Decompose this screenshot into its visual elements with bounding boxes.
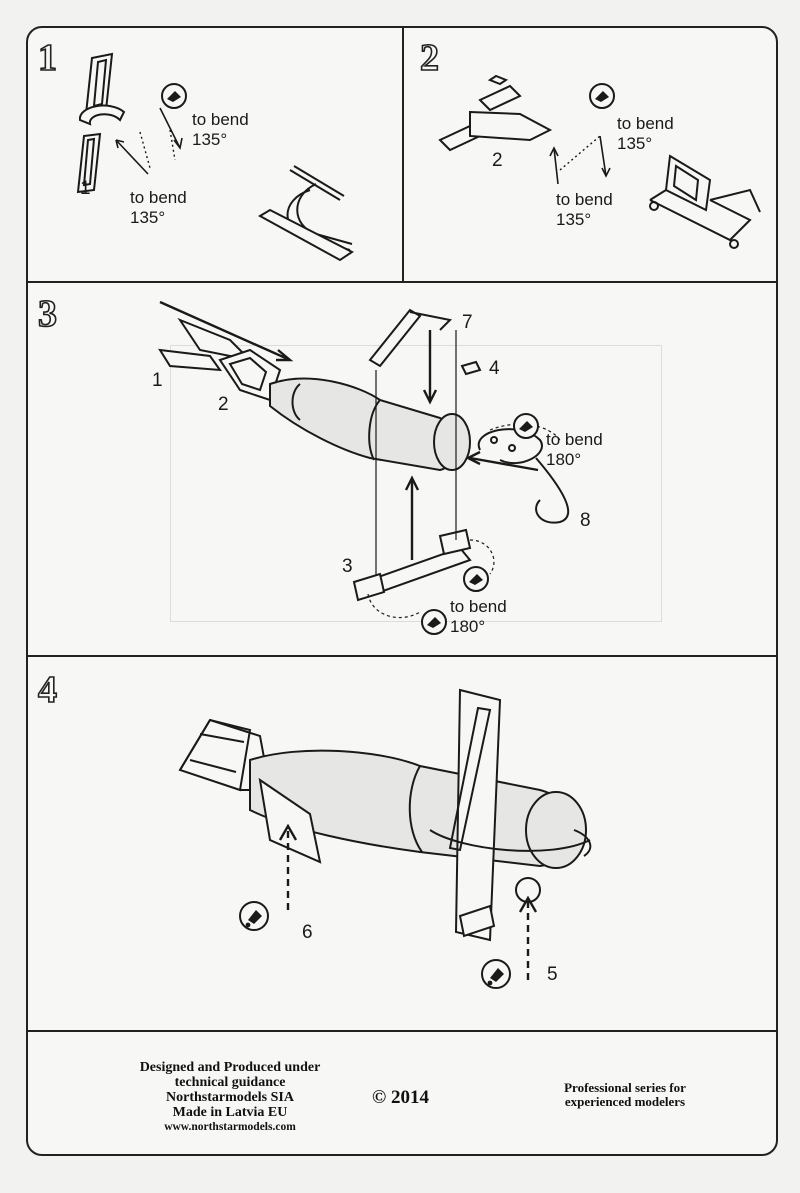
designed-line-4: Made in Latvia EU [172,1105,288,1120]
part-label-2: 2 [218,394,229,415]
step-number-4: 4 [37,668,58,712]
divider-1 [26,281,778,283]
divider-2 [26,655,778,657]
step-3-illustration [158,300,570,619]
divider-vertical [402,26,404,281]
step-number-1: 1 [37,36,58,80]
professional-line-2: experienced modelers [564,1094,686,1109]
bend-icon [513,413,539,439]
part-label-1: 1 [80,178,91,199]
bleed-through-ghost [170,345,662,622]
bend-label-180-lower: to bend 180° [450,597,507,636]
bend-label-135-top: to bend 135° [192,110,249,149]
website-link[interactable]: www.northstarmodels.com [164,1121,296,1133]
step-1-illustration [76,52,354,262]
part-label-5: 5 [547,964,558,985]
designed-line-3: Northstarmodels SIA [166,1090,294,1105]
glue-icon [239,901,269,931]
bend-label-135-right: to bend 135° [617,114,674,153]
bend-icon [463,566,489,592]
step-number-2: 2 [419,36,440,80]
divider-3 [26,1030,778,1032]
bend-label-180-upper: to bend 180° [546,430,603,469]
bend-label-135-bottom-2: to bend 135° [556,190,613,229]
part-label-3: 3 [342,556,353,577]
bend-icon [589,83,615,109]
designed-line-1: Designed and Produced under [139,1060,321,1075]
glue-icon [481,959,511,989]
bend-icon [161,83,187,109]
bend-icon [421,609,447,635]
professional-line-1: Professional series for [564,1080,686,1095]
part-label-2: 2 [492,150,503,171]
part-label-7: 7 [462,312,473,333]
step-number-3: 3 [37,292,58,336]
step-2-illustration [438,74,761,249]
part-label-6: 6 [302,922,313,943]
designed-by-block: Designed and Produced under technical gu… [40,1060,420,1135]
bend-label-135-bottom: to bend 135° [130,188,187,227]
part-label-4: 4 [489,358,500,379]
step-4-illustration [178,688,592,980]
copyright: © 2014 [372,1087,429,1108]
designed-line-2: technical guidance [174,1075,286,1090]
part-label-8: 8 [580,510,591,531]
part-label-1: 1 [152,370,163,391]
professional-series-note: Professional series for experienced mode… [495,1081,755,1109]
